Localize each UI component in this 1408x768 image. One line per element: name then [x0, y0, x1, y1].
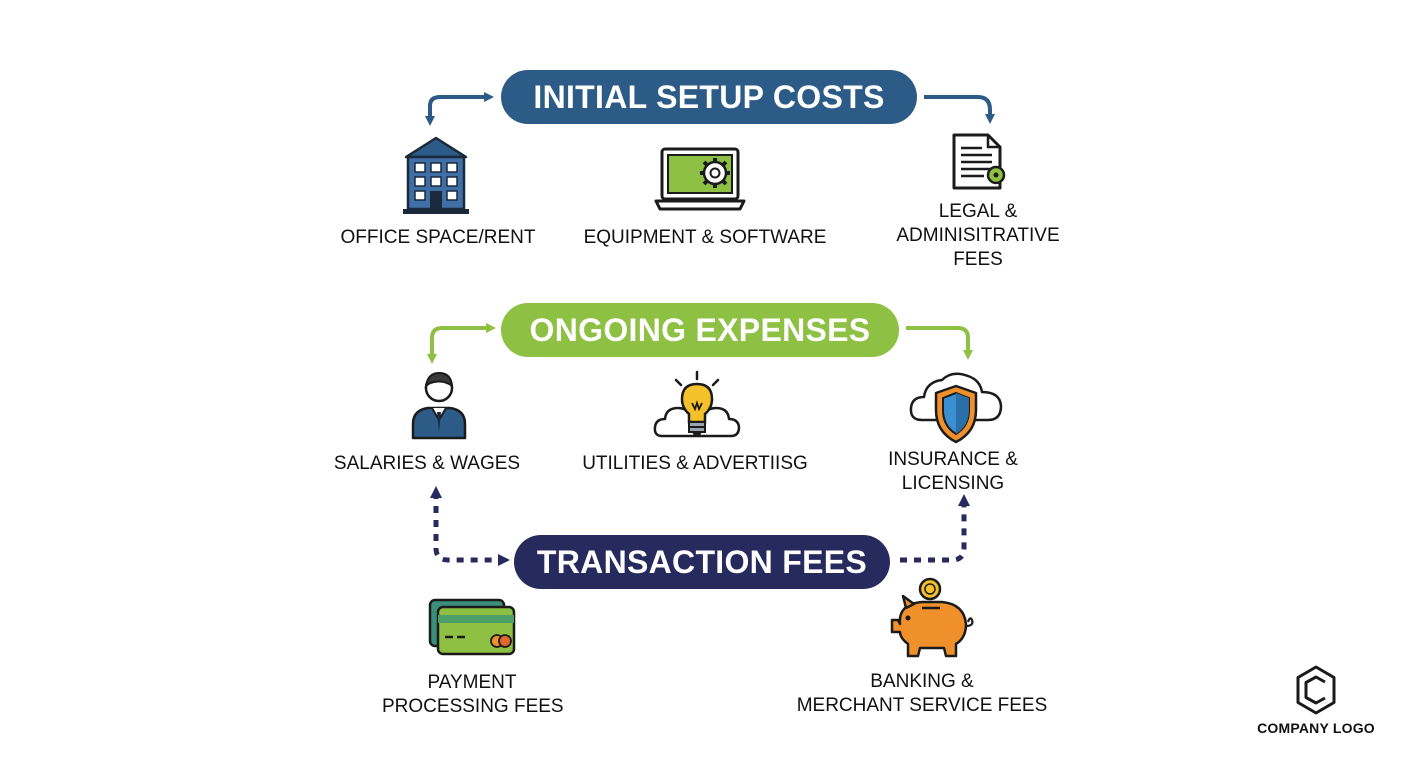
ongoing-expenses-title: ONGOING EXPENSES	[529, 311, 871, 348]
label-banking-merchant-service-fees: BANKING & MERCHANT SERVICE FEES	[796, 671, 1048, 716]
label-equipment-software: EQUIPMENT & SOFTWARE	[583, 227, 827, 248]
label-utilities-advertising: UTILITIES & ADVERTIISG	[582, 453, 808, 474]
label-office-space-rent: OFFICE SPACE/RENT	[340, 227, 536, 248]
transaction-fees-title: TRANSACTION FEES	[536, 543, 868, 580]
company-logo-text: COMPANY LOGO	[1257, 720, 1375, 736]
label-payment-processing-fees: PAYMENT PROCESSING FEES	[382, 672, 564, 717]
arrow-ongoing-left	[427, 323, 496, 364]
transaction-fees-header: TRANSACTION FEES	[514, 535, 890, 589]
company-logo: COMPANY LOGO	[1256, 664, 1376, 736]
arrow-ongoing-right	[906, 326, 973, 360]
credit-card-icon	[428, 598, 516, 656]
document-seal-icon	[952, 133, 1006, 190]
piggy-bank-icon	[890, 577, 974, 658]
shield-cloud-icon	[909, 372, 1003, 444]
label-insurance-licensing: INSURANCE & LICENSING	[888, 449, 1018, 494]
arrow-initial-left	[425, 92, 494, 126]
initial-setup-costs-title: INITIAL SETUP COSTS	[533, 78, 885, 115]
person-icon	[411, 371, 467, 440]
lightbulb-cloud-icon	[653, 370, 741, 438]
company-logo-icon	[1296, 665, 1336, 715]
initial-setup-costs-header: INITIAL SETUP COSTS	[501, 70, 917, 124]
arrow-initial-right	[924, 95, 995, 124]
arrow-transaction-right	[900, 494, 970, 563]
ongoing-expenses-header: ONGOING EXPENSES	[501, 303, 899, 357]
label-salaries-wages: SALARIES & WAGES	[333, 453, 521, 474]
label-legal-administrative-fees: LEGAL & ADMINISITRATIVE FEES	[896, 201, 1060, 270]
arrow-transaction-left	[430, 486, 510, 566]
building-icon	[403, 136, 469, 214]
laptop-gear-icon	[654, 147, 746, 211]
